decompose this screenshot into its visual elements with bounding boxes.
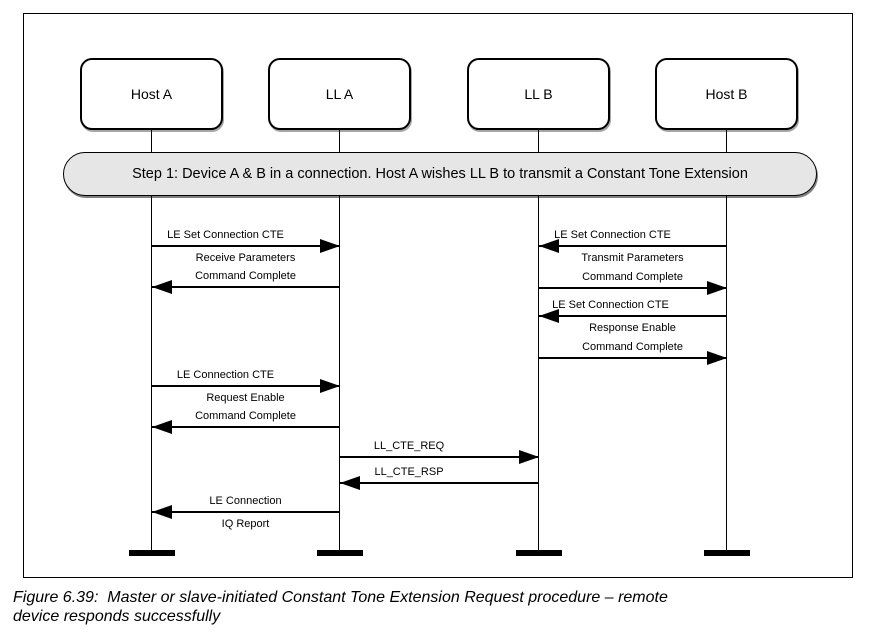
lifeline-end-host-a [128,550,175,556]
lifeline-ll-b [537,130,540,553]
actor-label-ll-a: LL A [325,86,354,102]
arrowhead-left-icon [151,420,172,434]
actor-box-ll-b: LL B [467,58,610,130]
actor-label-host-b: Host B [705,86,748,102]
lifeline-end-ll-a [316,550,363,556]
message-label: LE Set Connection CTE [167,229,284,241]
figure-caption-line2: device responds successfully [13,607,221,625]
message-sublabel: IQ Report [221,518,270,530]
message-line [538,357,727,359]
message-label: Command Complete [582,271,683,283]
step-banner: Step 1: Device A & B in a connection. Ho… [63,152,817,196]
message-label: LE Connection [209,495,282,507]
lifeline-ll-a [338,130,341,553]
arrowhead-left-icon [151,505,172,519]
message-line [151,385,340,387]
message-label: LE Set Connection CTE [552,299,669,311]
message-label: Command Complete [195,410,296,422]
figure-caption-line1: Figure 6.39: Master or slave-initiated C… [13,589,668,606]
message-sublabel: Request Enable [206,392,285,404]
message-line [151,286,340,288]
arrowhead-left-icon [339,476,360,490]
message-label: Command Complete [582,341,683,353]
lifeline-host-b [725,130,728,553]
message-label: LL_CTE_REQ [373,440,445,452]
message-line [151,245,340,247]
lifeline-host-a [150,130,153,553]
message-line [151,426,340,428]
arrowhead-right-icon [518,450,539,464]
arrowhead-right-icon [319,239,340,253]
message-label: Command Complete [195,270,296,282]
arrowhead-right-icon [319,379,340,393]
message-line [339,456,539,458]
figure-caption: Figure 6.39: Master or slave-initiated C… [13,589,873,626]
arrowhead-right-icon [706,281,727,295]
arrowhead-left-icon [538,309,559,323]
message-line [151,511,340,513]
actor-label-ll-b: LL B [524,86,553,102]
message-line [538,245,727,247]
message-line [339,482,539,484]
actor-label-host-a: Host A [130,86,173,102]
message-sublabel: Receive Parameters [195,252,296,264]
step-banner-text: Step 1: Device A & B in a connection. Ho… [132,166,748,182]
arrowhead-left-icon [538,239,559,253]
message-label: LL_CTE_RSP [374,466,444,478]
message-sublabel: Response Enable [589,322,676,334]
lifeline-end-ll-b [515,550,562,556]
actor-box-host-b: Host B [655,58,798,130]
arrowhead-right-icon [706,351,727,365]
actor-box-ll-a: LL A [268,58,411,130]
message-line [538,287,727,289]
actor-box-host-a: Host A [80,58,223,130]
message-label: LE Connection CTE [176,369,275,381]
message-line [538,315,727,317]
message-sublabel: Transmit Parameters [581,252,684,264]
lifeline-end-host-b [703,550,750,556]
message-label: LE Set Connection CTE [554,229,671,241]
arrowhead-left-icon [151,280,172,294]
